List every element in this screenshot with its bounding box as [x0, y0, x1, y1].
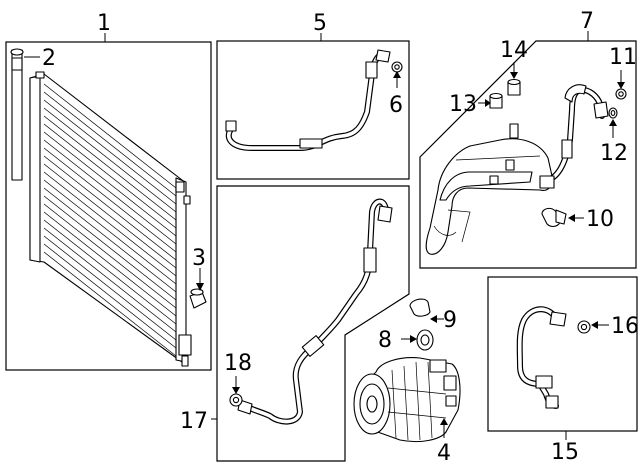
callout-3: 3 — [192, 246, 206, 271]
callout-10: 10 — [586, 207, 614, 232]
hose-assembly-5 — [225, 49, 391, 151]
plug-8 — [416, 329, 434, 351]
valve-9 — [409, 298, 431, 317]
callout-2: 2 — [42, 46, 56, 71]
condenser-core — [29, 71, 192, 367]
callout-14: 14 — [500, 38, 528, 63]
hose-panel-5: 5 6 — [216, 11, 410, 180]
callout-4: 4 — [437, 441, 451, 466]
callout-1: 1 — [97, 11, 111, 36]
hose-panel-17: 17 18 — [180, 185, 410, 462]
callout-16: 16 — [611, 314, 639, 339]
condenser-panel: 1 2 — [5, 11, 212, 371]
callout-12: 12 — [600, 141, 628, 166]
callout-8: 8 — [378, 328, 392, 353]
callout-15: 15 — [551, 440, 579, 465]
nut-14 — [507, 78, 521, 96]
callout-11: 11 — [609, 45, 637, 70]
callout-9: 9 — [443, 308, 457, 333]
callout-6: 6 — [389, 93, 403, 118]
nut-13 — [489, 92, 503, 109]
callout-5: 5 — [313, 11, 327, 36]
manifold-panel-7: 7 13 — [419, 9, 637, 269]
callout-7: 7 — [580, 9, 594, 34]
manifold-assembly — [425, 84, 609, 255]
compressor-4 — [353, 357, 461, 443]
hose-assembly-15 — [516, 306, 567, 409]
receiver-drier — [10, 48, 24, 181]
condenser-bracket — [189, 288, 207, 309]
compressor-group: 9 8 4 — [353, 298, 461, 466]
hose-assembly-17 — [237, 198, 393, 425]
callout-13: 13 — [449, 92, 477, 117]
callout-17: 17 — [180, 409, 208, 434]
callout-18: 18 — [224, 351, 252, 376]
hose-panel-15: 15 16 — [487, 276, 639, 465]
clip-10 — [541, 207, 567, 228]
